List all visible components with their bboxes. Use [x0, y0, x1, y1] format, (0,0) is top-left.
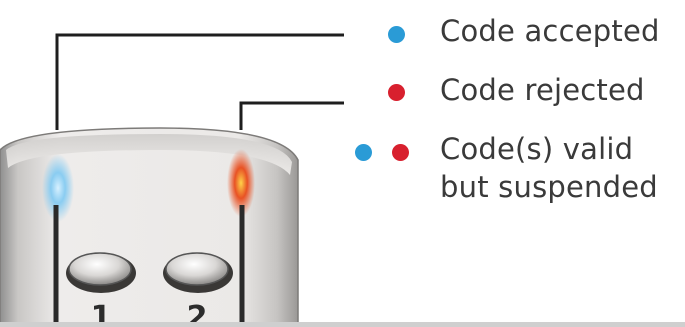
rejected-indicator-dot: [388, 84, 405, 101]
keypad-button-1: [68, 252, 132, 286]
legend-label-code-valid: Code(s) valid: [440, 132, 634, 166]
legend-label-code-rejected: Code rejected: [440, 73, 645, 107]
accepted-indicator-dot: [388, 26, 405, 43]
legend-label-but-suspended: but suspended: [440, 170, 658, 204]
suspended-indicator-dot-blue: [355, 144, 372, 161]
keypad-body: [0, 127, 299, 327]
leader-line-blue: [55, 33, 344, 130]
leader-line-red: [239, 101, 344, 130]
keypad-button-2-label: 2: [187, 300, 208, 327]
suspended-indicator-dot-red: [392, 144, 409, 161]
red-led-glow: [227, 149, 255, 217]
keypad-button-2: [165, 252, 229, 286]
keypad-top-rim: [6, 134, 292, 175]
bottom-strip: [0, 322, 685, 327]
keypad-button-1-label: 1: [91, 300, 112, 327]
legend-label-code-accepted: Code accepted: [440, 14, 660, 48]
blue-led-glow: [42, 154, 74, 222]
